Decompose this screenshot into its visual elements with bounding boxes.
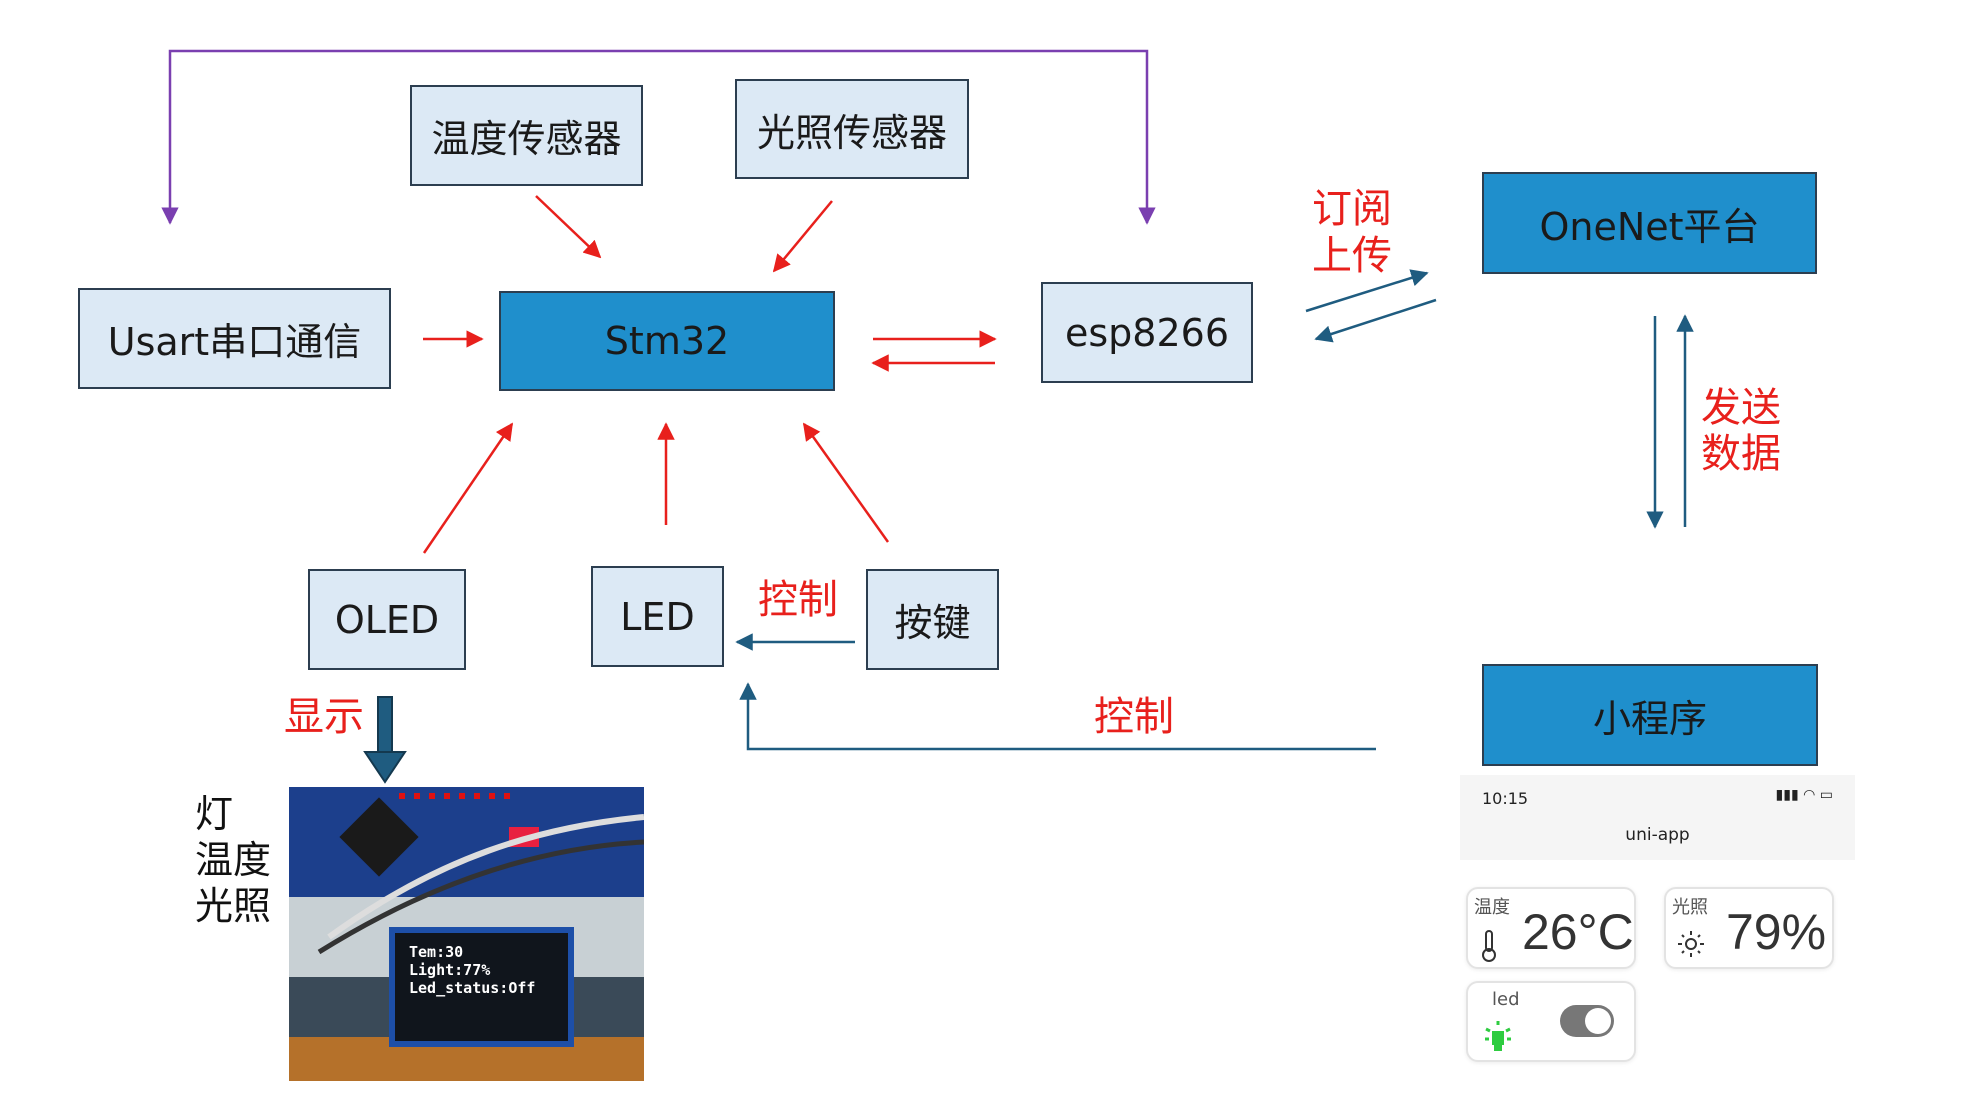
led-toggle[interactable] xyxy=(1560,1005,1614,1037)
temp-value: 26°C xyxy=(1522,904,1634,960)
subscribe-label: 订阅 xyxy=(1312,186,1392,232)
usart-label: Usart串口通信 xyxy=(107,320,362,364)
control-key-label: 控制 xyxy=(758,577,838,623)
esp8266-box: esp8266 xyxy=(1041,282,1253,383)
temp-sensor-label: 温度传感器 xyxy=(431,117,622,161)
onenet-box: OneNet平台 xyxy=(1482,172,1817,274)
light-sensor-label: 光照传感器 xyxy=(756,110,947,155)
led-card-label: led xyxy=(1492,989,1520,1010)
app-to-led-arrow xyxy=(739,682,1376,751)
light-to-stm32-arrow xyxy=(772,200,833,273)
oled-line2: Light:77% xyxy=(409,961,491,979)
oled-line3: Led_status:Off xyxy=(409,979,536,997)
thermometer-icon xyxy=(1482,930,1496,962)
led-bulb-icon xyxy=(1485,1021,1511,1051)
status-icons: ▮▮▮ ◠ ▭ xyxy=(1775,787,1833,803)
sun-icon xyxy=(1678,931,1704,957)
onenet-to-esp-arrow xyxy=(1314,298,1437,343)
oled-caption-line2: 温度 xyxy=(195,838,272,882)
stm32-box: Stm32 xyxy=(499,291,835,391)
esp-to-onenet-arrow xyxy=(1305,269,1429,313)
light-card-label: 光照 xyxy=(1672,897,1708,918)
led-label: LED xyxy=(620,594,695,639)
app-status-bar: 10:15 ▮▮▮ ◠ ▭ uni-app xyxy=(1460,775,1855,860)
purple-link-arrow xyxy=(161,49,1156,225)
oled-label: OLED xyxy=(334,597,440,642)
miniprogram-label: 小程序 xyxy=(1592,696,1707,741)
oled-screen-text: Tem:30 Light:77% Led_status:Off xyxy=(409,943,535,997)
temp-card: 温度 26°C xyxy=(1466,887,1636,969)
esp8266-label: esp8266 xyxy=(1064,310,1229,355)
oled-box: OLED xyxy=(308,569,466,670)
temp-sensor-box: 温度传感器 xyxy=(410,85,643,186)
miniprogram-box: 小程序 xyxy=(1482,664,1818,766)
onenet-label: OneNet平台 xyxy=(1539,204,1760,249)
led-box: LED xyxy=(591,566,724,667)
control-app-label: 控制 xyxy=(1094,694,1174,740)
display-arrow xyxy=(363,696,407,784)
display-label: 显示 xyxy=(284,694,364,740)
app-title: uni-app xyxy=(1625,825,1690,845)
usart-box: Usart串口通信 xyxy=(78,288,391,389)
send-label: 发送 xyxy=(1701,385,1781,431)
temp-to-stm32-arrow xyxy=(535,195,602,259)
key-box: 按键 xyxy=(866,569,999,670)
temp-card-label: 温度 xyxy=(1474,897,1510,918)
upload-label: 上传 xyxy=(1312,233,1392,279)
oled-line1: Tem:30 xyxy=(409,943,464,961)
oled-to-stm32-arrow xyxy=(422,422,514,554)
led-toggle-knob xyxy=(1585,1008,1611,1034)
oled-caption-line3: 光照 xyxy=(195,884,272,928)
light-sensor-box: 光照传感器 xyxy=(735,79,969,179)
hardware-photo: Tem:30 Light:77% Led_status:Off xyxy=(289,787,644,1081)
led-card: led xyxy=(1466,981,1636,1062)
oled-screen: Tem:30 Light:77% Led_status:Off xyxy=(389,927,574,1047)
data-label: 数据 xyxy=(1701,431,1781,477)
key-label: 按键 xyxy=(894,601,971,645)
light-card: 光照 79% xyxy=(1664,887,1834,969)
app-time: 10:15 xyxy=(1482,789,1529,808)
key-to-stm32-arrow xyxy=(802,422,890,543)
light-value: 79% xyxy=(1726,904,1827,960)
oled-caption-line1: 灯 xyxy=(195,792,234,836)
stm32-label: Stm32 xyxy=(604,319,730,363)
